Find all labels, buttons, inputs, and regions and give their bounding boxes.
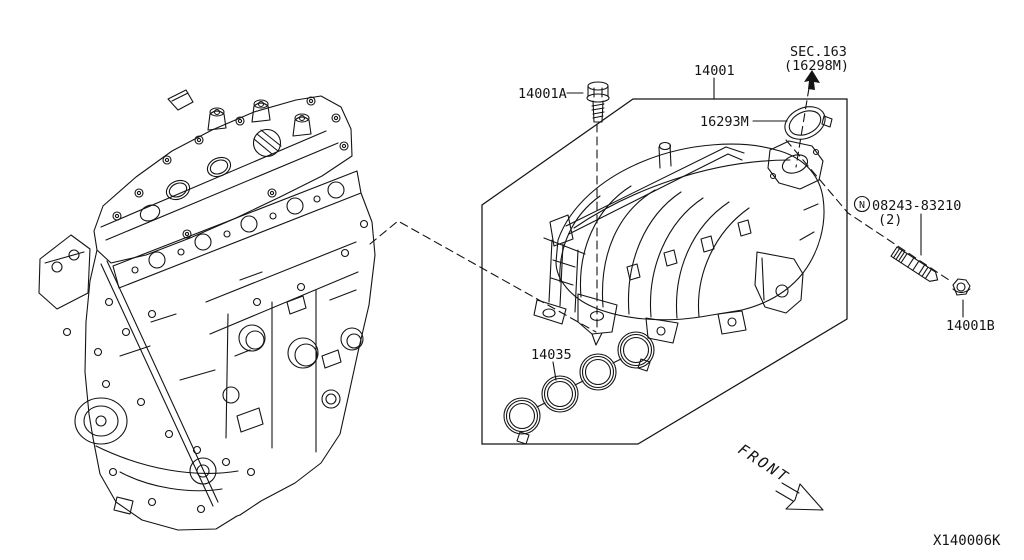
part-number-manifold[interactable]: 14001 (694, 63, 735, 79)
stud-drawing (890, 246, 939, 282)
part-number-nut[interactable]: 14001B (946, 318, 995, 334)
front-direction-label: FRONT (735, 440, 793, 486)
oil-filler-cap (252, 128, 282, 158)
standard-part-symbol (853, 195, 871, 213)
intake-manifold-drawing (533, 140, 825, 346)
gasket-ring (617, 331, 655, 369)
engine-mount-bracket (38, 234, 91, 310)
leader-lines (552, 77, 964, 381)
part-number-stud[interactable]: 08243-83210 (872, 198, 961, 214)
gasket-ring (503, 397, 541, 435)
gasket-ring (541, 375, 579, 413)
crank-pulley (74, 397, 128, 445)
nut-drawing (952, 278, 971, 296)
part-number-collector-gasket[interactable]: 16293M (700, 114, 749, 130)
diagram-code: X140006K (933, 533, 1001, 549)
front-arrow-icon (775, 482, 824, 511)
assembly-reference-lines (369, 87, 953, 333)
part-number-bolt[interactable]: 14001A (518, 86, 567, 102)
manifold-gasket-drawing (503, 331, 655, 445)
standard-part-prefix: N (859, 200, 865, 211)
engine-line-art (38, 89, 376, 531)
gasket-ring (579, 353, 617, 391)
stud-quantity: (2) (878, 212, 902, 228)
section-arrow-icon (804, 70, 820, 90)
section-reference-line1[interactable]: SEC.163 (790, 44, 847, 60)
parts-boundary-box (481, 98, 848, 445)
part-number-manifold-gasket[interactable]: 14035 (531, 347, 572, 363)
bolt-drawing (586, 81, 610, 123)
collector-gasket-drawing (784, 106, 833, 140)
section-reference-line2[interactable]: (16298M) (784, 58, 849, 74)
